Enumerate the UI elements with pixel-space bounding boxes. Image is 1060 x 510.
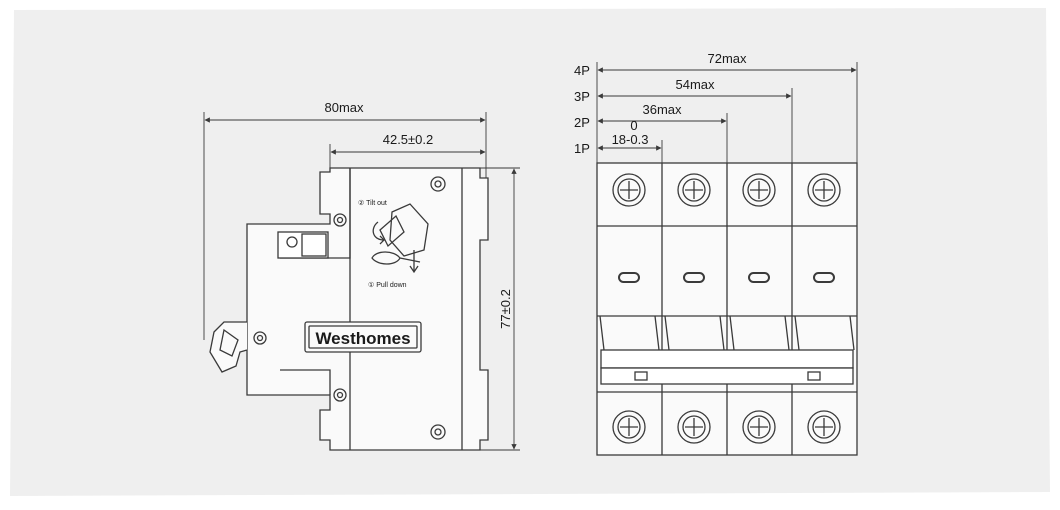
screw-icon (333, 388, 347, 402)
din-clip (209, 321, 248, 373)
brand-plate (304, 321, 422, 353)
screw-icon (430, 176, 446, 192)
side-view-labels: ② Tilt out ① Pull down Westhomes (315, 199, 410, 348)
pole-label-2p: 2P (574, 115, 590, 130)
terminal-screw-icon (612, 410, 646, 444)
dim-54max-label: 54max (675, 77, 715, 92)
brand-text: Westhomes (315, 329, 410, 348)
dim-80max-label: 80max (324, 100, 364, 115)
terminal-screw-icon (677, 173, 711, 207)
dim-1p-upper-label: 0 (630, 118, 637, 133)
terminal-screw-icon (677, 410, 711, 444)
handle-mechanism (389, 203, 429, 257)
panel-background (10, 8, 1050, 496)
pull-down-label: ① Pull down (368, 281, 407, 289)
tilt-out-label: ② Tilt out (358, 199, 387, 207)
terminal-screw-icon (807, 410, 841, 444)
front-dimension-labels: 4P 3P 2P 1P 72max 54max 36max 0 18-0.3 (574, 51, 747, 156)
indicator-slot (748, 272, 770, 283)
pole-label-3p: 3P (574, 89, 590, 104)
indicator-slot (683, 272, 705, 283)
dim-18-label: 18-0.3 (612, 132, 649, 147)
tilt-out-arrow-icon (372, 221, 385, 245)
screw-icon (333, 213, 347, 227)
terminal-screw-icon (742, 410, 776, 444)
dim-42-5-label: 42.5±0.2 (383, 132, 434, 147)
handle-bar (600, 349, 854, 369)
indicator-slot (813, 272, 835, 283)
terminal-screw-icon (807, 173, 841, 207)
terminal-screw-icon (612, 173, 646, 207)
pole-label-1p: 1P (574, 141, 590, 156)
front-view (596, 162, 858, 456)
pull-down-arrow-icon (409, 250, 419, 274)
screw-icon (253, 331, 267, 345)
indicator-slot (618, 272, 640, 283)
dim-36max-label: 36max (642, 102, 682, 117)
dim-72max-label: 72max (707, 51, 747, 66)
pole-label-4p: 4P (574, 63, 590, 78)
terminal-screw-icon (742, 173, 776, 207)
screw-icon (430, 424, 446, 440)
dim-77-label: 77±0.2 (498, 289, 513, 329)
side-view (209, 167, 489, 451)
side-lower-step (280, 369, 331, 395)
